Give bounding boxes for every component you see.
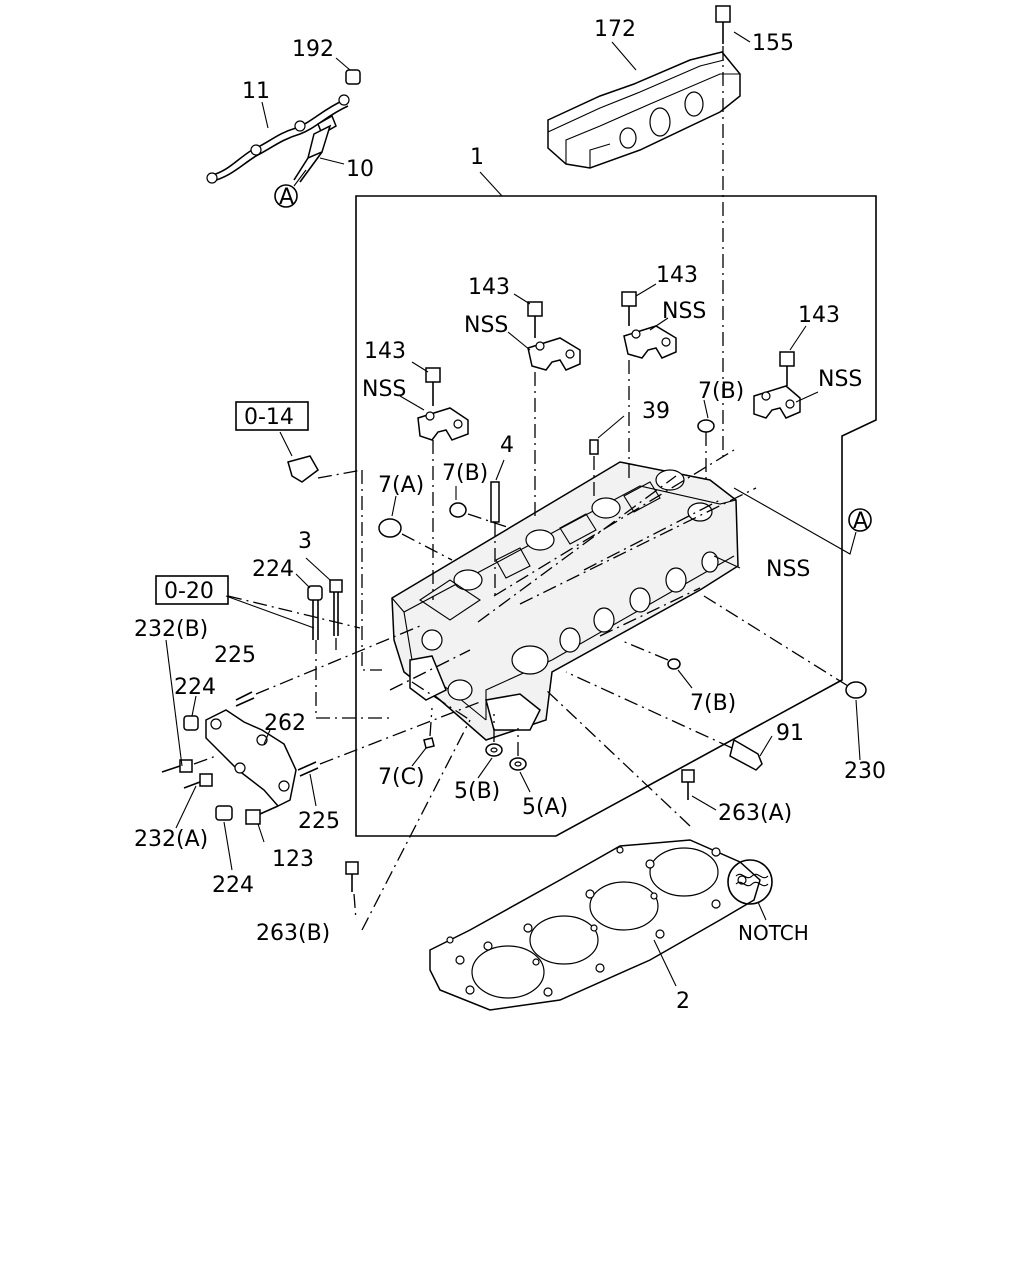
- callout-nss-3: NSS: [662, 299, 706, 324]
- callout-263b: 263(B): [256, 921, 330, 946]
- bolt-123: [245, 805, 279, 825]
- callout-5b: 5(B): [454, 779, 500, 804]
- ref-box-014: [235, 401, 309, 431]
- callout-11: 11: [242, 79, 270, 104]
- ref-box-020-label: 0-20: [164, 579, 214, 604]
- callout-10: 10: [346, 157, 374, 182]
- callout-91: 91: [776, 721, 804, 746]
- callout-155: 155: [752, 31, 794, 56]
- callout-7b-mid: 7(B): [442, 461, 488, 486]
- reference-circle-a1: [274, 184, 298, 208]
- plug-7b-top: [697, 419, 715, 480]
- nut-224c: [215, 805, 233, 821]
- bracket-262: [205, 709, 297, 807]
- stud-225a: [235, 625, 421, 707]
- nut-192: [345, 69, 361, 85]
- callout-nss-2: NSS: [464, 313, 508, 338]
- callout-232b: 232(B): [134, 617, 208, 642]
- bolt-263b: [345, 861, 359, 921]
- bolt-263a: [681, 769, 695, 800]
- callout-39: 39: [642, 399, 670, 424]
- plug-230: [703, 595, 867, 699]
- ref-box-014-label: 0-14: [244, 405, 294, 430]
- washer-5a: [509, 728, 527, 771]
- nut-224b: [183, 715, 199, 731]
- callout-262: 262: [264, 711, 306, 736]
- bolt-3: [329, 579, 343, 650]
- callout-7b-low: 7(B): [690, 691, 736, 716]
- callout-5a: 5(A): [522, 795, 568, 820]
- washer-5b: [485, 714, 503, 757]
- callout-224c: 224: [212, 873, 254, 898]
- callout-nss-5: NSS: [766, 557, 810, 582]
- callout-143d: 143: [798, 303, 840, 328]
- stud-225b: [297, 701, 481, 777]
- bolt-232a: [183, 773, 213, 789]
- callout-7b-top: 7(B): [698, 379, 744, 404]
- ref-box-020: [155, 575, 229, 605]
- plug-7b-mid: [449, 502, 511, 529]
- head-gasket: [429, 839, 761, 1011]
- plug-7b-low: [619, 639, 681, 670]
- assembly-frame: [355, 195, 877, 837]
- notch-detail: [727, 859, 773, 921]
- callout-172: 172: [594, 17, 636, 42]
- callout-1: 1: [470, 145, 484, 170]
- bolt-143c: [621, 291, 637, 480]
- callout-143c: 143: [656, 263, 698, 288]
- bearing-cap-4: [753, 385, 801, 419]
- dowel-39: [589, 439, 599, 496]
- callout-232a: 232(A): [134, 827, 208, 852]
- callout-224b: 224: [174, 675, 216, 700]
- glow-plug-connector: [206, 94, 350, 184]
- callout-225a: 225: [214, 643, 256, 668]
- bolt-155: [715, 5, 731, 460]
- bearing-cap-2: [527, 337, 581, 371]
- callout-123: 123: [272, 847, 314, 872]
- cylinder-head-cover: [547, 51, 741, 169]
- callout-225b: 225: [298, 809, 340, 834]
- plug-7a: [378, 518, 453, 561]
- part-014-boss: [287, 455, 382, 671]
- bolt-143d: [779, 351, 795, 386]
- bearing-cap-1: [417, 407, 469, 441]
- callout-143a: 143: [364, 339, 406, 364]
- callout-2: 2: [676, 989, 690, 1014]
- reference-label-a2: A: [853, 509, 868, 534]
- callout-263a: 263(A): [718, 801, 792, 826]
- callout-143b: 143: [468, 275, 510, 300]
- callout-224a: 224: [252, 557, 294, 582]
- glow-plug: [293, 114, 337, 183]
- callout-nss-1: NSS: [362, 377, 406, 402]
- callout-7a: 7(A): [378, 473, 424, 498]
- bolt-232b: [161, 755, 217, 773]
- callout-4: 4: [500, 433, 514, 458]
- bolt-143b: [527, 301, 543, 520]
- nut-224a: [307, 585, 390, 719]
- part-91: [565, 671, 763, 771]
- callout-notch: NOTCH: [738, 921, 809, 945]
- callout-230: 230: [844, 759, 886, 784]
- plug-7c: [423, 707, 435, 749]
- reference-label-a1: A: [279, 185, 294, 210]
- callout-3: 3: [298, 529, 312, 554]
- callout-7c: 7(C): [378, 765, 425, 790]
- reference-circle-a2: [848, 508, 872, 532]
- callout-192: 192: [292, 37, 334, 62]
- callout-nss-4: NSS: [818, 367, 862, 392]
- bearing-cap-3: [623, 325, 677, 359]
- bolt-143a: [425, 367, 441, 600]
- stud-4: [490, 481, 500, 596]
- cylinder-head: [391, 461, 739, 741]
